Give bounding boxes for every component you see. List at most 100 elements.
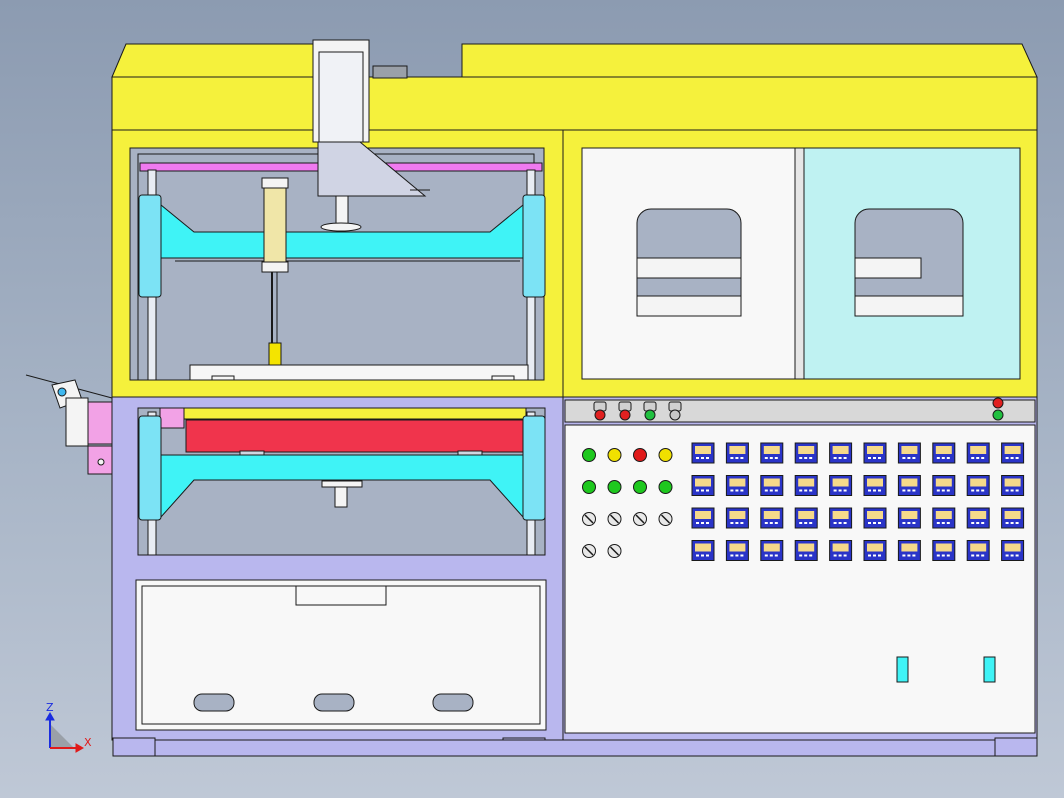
temperature-controller[interactable] bbox=[725, 540, 749, 561]
controller-key bbox=[1010, 489, 1014, 492]
controller-key bbox=[1010, 522, 1014, 524]
temperature-controller[interactable] bbox=[760, 442, 784, 464]
temperature-controller[interactable] bbox=[1001, 442, 1025, 464]
temperature-controller[interactable] bbox=[897, 507, 921, 529]
controller-key bbox=[1015, 554, 1019, 557]
controller-key bbox=[873, 522, 876, 524]
temperature-controller[interactable] bbox=[966, 475, 990, 496]
controller-key bbox=[706, 489, 709, 492]
rotary-knob[interactable] bbox=[582, 512, 596, 526]
temperature-controller[interactable] bbox=[725, 442, 749, 464]
controller-key bbox=[735, 554, 739, 557]
temperature-controller[interactable] bbox=[1001, 540, 1025, 561]
controller-display bbox=[763, 511, 780, 519]
temperature-controller[interactable] bbox=[760, 507, 784, 529]
controller-key bbox=[838, 554, 842, 557]
temperature-controller[interactable] bbox=[829, 540, 853, 561]
temperature-controller[interactable] bbox=[966, 507, 990, 529]
temperature-controller[interactable] bbox=[863, 475, 887, 496]
temperature-controller[interactable] bbox=[932, 475, 956, 496]
controller-display bbox=[729, 543, 746, 552]
temperature-controller[interactable] bbox=[966, 442, 990, 464]
controller-key bbox=[764, 489, 768, 492]
temperature-controller[interactable] bbox=[966, 540, 990, 561]
controller-key bbox=[976, 489, 980, 492]
z-axis-label: Z bbox=[46, 701, 54, 714]
selector-switch[interactable] bbox=[618, 401, 632, 421]
controller-key bbox=[1005, 522, 1009, 524]
temperature-controller[interactable] bbox=[932, 540, 956, 561]
door-window-left-lower bbox=[636, 295, 742, 317]
lower-cyan-beam bbox=[160, 454, 524, 519]
temperature-controller[interactable] bbox=[897, 442, 921, 464]
controller-key bbox=[1015, 522, 1019, 524]
controller-key bbox=[907, 457, 911, 459]
rotary-knob[interactable] bbox=[582, 544, 596, 558]
controller-key bbox=[843, 489, 847, 492]
controller-key bbox=[769, 522, 773, 524]
hinge-bolt bbox=[97, 458, 105, 466]
temperature-controller[interactable] bbox=[829, 475, 853, 496]
temperature-controller[interactable] bbox=[691, 507, 715, 529]
controller-key bbox=[696, 457, 699, 459]
temperature-controller[interactable] bbox=[794, 475, 818, 496]
controller-key bbox=[902, 457, 906, 459]
temperature-controller[interactable] bbox=[725, 475, 749, 496]
temperature-controller[interactable] bbox=[863, 540, 887, 561]
temperature-controller[interactable] bbox=[897, 540, 921, 561]
controller-key bbox=[701, 554, 704, 557]
temperature-controller[interactable] bbox=[1001, 507, 1025, 529]
pneumatic-cylinder bbox=[263, 177, 287, 273]
indicator-lamp-green bbox=[658, 480, 673, 494]
controller-display bbox=[970, 511, 987, 519]
controller-key bbox=[878, 554, 881, 557]
temperature-controller[interactable] bbox=[1001, 475, 1025, 496]
controller-display bbox=[970, 478, 987, 487]
temperature-controller[interactable] bbox=[829, 442, 853, 464]
controller-key bbox=[873, 457, 876, 459]
temperature-controller[interactable] bbox=[794, 507, 818, 529]
temperature-controller[interactable] bbox=[863, 442, 887, 464]
temperature-controller[interactable] bbox=[691, 540, 715, 561]
red-platen bbox=[185, 419, 525, 453]
temperature-controller[interactable] bbox=[760, 540, 784, 561]
foot-left bbox=[112, 737, 156, 757]
rotary-knob[interactable] bbox=[633, 512, 647, 526]
controller-display bbox=[832, 511, 849, 519]
lower-beam-tab-right bbox=[457, 450, 483, 456]
controller-key bbox=[809, 554, 813, 557]
controller-key bbox=[868, 522, 871, 524]
temperature-controller[interactable] bbox=[829, 507, 853, 529]
temperature-controller[interactable] bbox=[725, 507, 749, 529]
door-divider bbox=[794, 147, 805, 380]
temperature-controller[interactable] bbox=[863, 507, 887, 529]
selector-switch[interactable] bbox=[643, 401, 657, 421]
temperature-controller[interactable] bbox=[794, 442, 818, 464]
controller-key bbox=[843, 457, 847, 459]
emergency-button-red bbox=[992, 397, 1004, 409]
rotary-knob[interactable] bbox=[658, 512, 673, 526]
rotary-knob[interactable] bbox=[607, 512, 622, 526]
drawer-handle-2 bbox=[313, 693, 355, 712]
temperature-controller[interactable] bbox=[760, 475, 784, 496]
controller-display bbox=[1004, 543, 1021, 552]
temperature-controller[interactable] bbox=[932, 507, 956, 529]
rotary-knob[interactable] bbox=[607, 544, 622, 558]
controller-key bbox=[902, 489, 906, 492]
selector-switch[interactable] bbox=[668, 401, 682, 421]
press-column-inner bbox=[318, 51, 364, 143]
temperature-controller[interactable] bbox=[691, 442, 715, 464]
temperature-controller[interactable] bbox=[932, 442, 956, 464]
temperature-controller[interactable] bbox=[794, 540, 818, 561]
controller-key bbox=[809, 489, 813, 492]
lower-frame bbox=[111, 396, 564, 741]
controller-key bbox=[946, 489, 950, 492]
controller-key bbox=[696, 489, 699, 492]
top-hood bbox=[111, 43, 1038, 131]
temperature-controller[interactable] bbox=[897, 475, 921, 496]
controller-display bbox=[1004, 446, 1021, 454]
temperature-controller[interactable] bbox=[691, 475, 715, 496]
selector-switch-base bbox=[619, 409, 631, 421]
selector-switch[interactable] bbox=[593, 401, 607, 421]
